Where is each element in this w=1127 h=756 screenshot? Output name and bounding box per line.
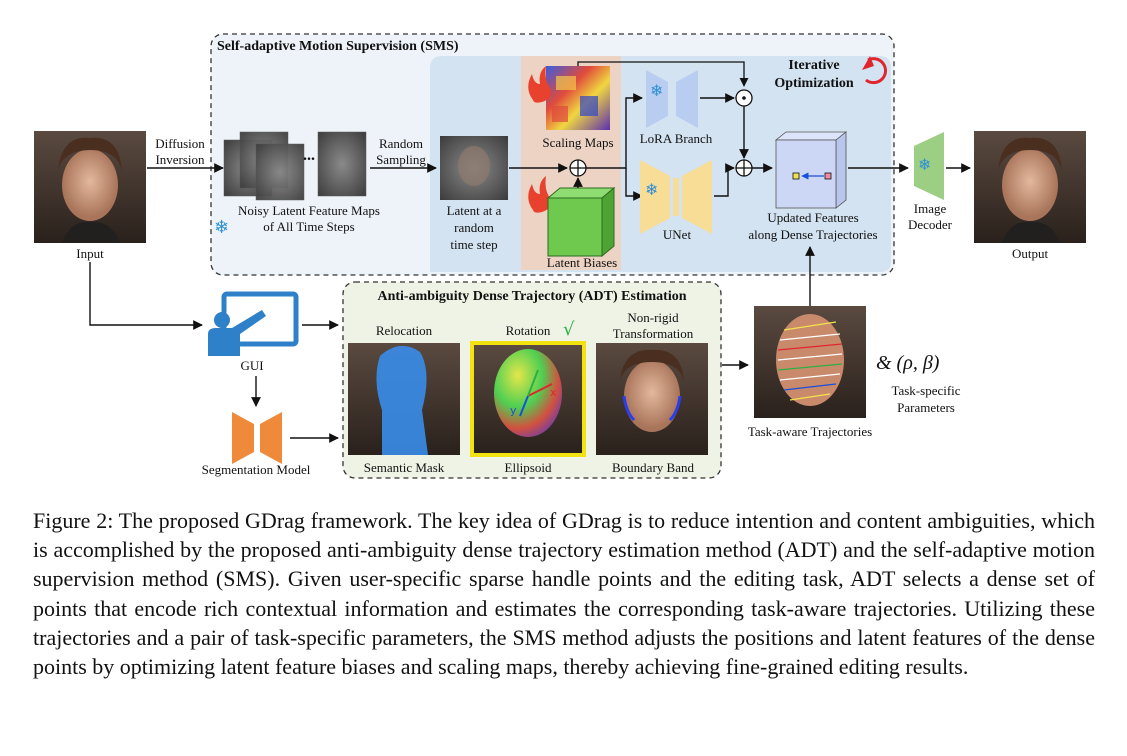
framework-figure: Self-adaptive Motion Supervision (SMS) I… (34, 33, 1086, 479)
semantic-mask-label: Semantic Mask (364, 460, 445, 475)
multiply-op (735, 89, 753, 107)
arrow-scaling-to-odot (577, 61, 749, 87)
add-op-1 (569, 159, 587, 177)
unet-label: UNet (663, 227, 692, 242)
iterative-label-2: Optimization (774, 76, 854, 91)
noisy-latent-stack (223, 131, 367, 201)
latent-biases-cube (546, 186, 616, 258)
decoder-snowflake-icon: ❄ (918, 155, 931, 174)
latent-biases-label: Latent Biases (547, 255, 617, 270)
unet-block (640, 160, 712, 234)
input-image (34, 131, 146, 243)
noisy-label-1: Noisy Latent Feature Maps (238, 203, 380, 218)
fire-icon-scaling (528, 66, 551, 103)
latent-label-1: Latent at a (447, 203, 502, 218)
seg-label: Segmentation Model (202, 462, 311, 477)
nonrigid-label-1: Non-rigid (627, 310, 679, 325)
updated-label-2: along Dense Trajectories (748, 227, 877, 242)
add-op-2 (735, 159, 753, 177)
random-label-1: Random (379, 136, 423, 151)
fire-icon-biases (528, 176, 551, 213)
latent-image (440, 136, 508, 200)
scaling-maps-label: Scaling Maps (542, 135, 613, 150)
diffusion-label-1: Diffusion (155, 136, 205, 151)
scaling-maps (546, 66, 610, 130)
ellipsoid-label: Ellipsoid (505, 460, 552, 475)
noisy-label-2: of All Time Steps (263, 219, 354, 234)
rotation-image (470, 341, 586, 457)
input-label: Input (76, 246, 104, 261)
arrow-to-lora (586, 93, 643, 169)
arrow-input-to-gui (89, 262, 203, 330)
gui-icon (208, 291, 299, 356)
decoder-label-2: Decoder (908, 217, 953, 232)
snowflake-icon: ❄ (214, 217, 229, 238)
task-aware-label: Task-aware Trajectories (748, 424, 872, 439)
gui-label: GUI (240, 358, 263, 373)
segmentation-model-icon (232, 412, 282, 464)
sms-title: Self-adaptive Motion Supervision (SMS) (217, 39, 459, 54)
axis-y-label: y (510, 404, 517, 417)
boundary-band-image (596, 343, 708, 455)
arrow-to-unet (625, 168, 643, 201)
decoder-label-1: Image (914, 201, 947, 216)
output-image (974, 131, 1086, 243)
adt-title: Anti-ambiguity Dense Trajectory (ADT) Es… (377, 289, 686, 304)
lora-snowflake-icon: ❄ (650, 81, 663, 100)
lora-label: LoRA Branch (640, 131, 713, 146)
latent-label-2: random (454, 220, 494, 235)
iterative-label-1: Iterative (788, 58, 839, 73)
updated-features-cube (774, 131, 848, 209)
task-aware-trajectories-image (754, 306, 866, 418)
random-label-2: Sampling (376, 152, 426, 167)
updated-label-1: Updated Features (767, 210, 858, 225)
boundary-band-label: Boundary Band (612, 460, 694, 475)
figure-caption: Figure 2: The proposed GDrag framework. … (33, 508, 1095, 680)
latent-label-3: time step (450, 237, 497, 252)
lora-branch (646, 70, 698, 128)
stack-ellipsis: ... (303, 147, 315, 164)
unet-snowflake-icon: ❄ (645, 180, 658, 199)
relocation-label: Relocation (376, 323, 433, 338)
params-label-1: Task-specific (891, 383, 960, 398)
diffusion-label-2: Inversion (155, 152, 205, 167)
output-label: Output (1012, 246, 1049, 261)
params-label-2: Parameters (897, 400, 955, 415)
params-symbol: & (ρ, β) (876, 352, 940, 374)
axis-x-label: x (550, 386, 557, 399)
nonrigid-label-2: Transformation (613, 326, 694, 341)
image-decoder (914, 132, 944, 200)
refresh-icon (862, 56, 887, 85)
rotation-label: Rotation (506, 323, 551, 338)
relocation-image (348, 343, 460, 455)
rotation-checkmark: √ (563, 319, 575, 340)
arrow-unet-to-plus (714, 163, 735, 197)
